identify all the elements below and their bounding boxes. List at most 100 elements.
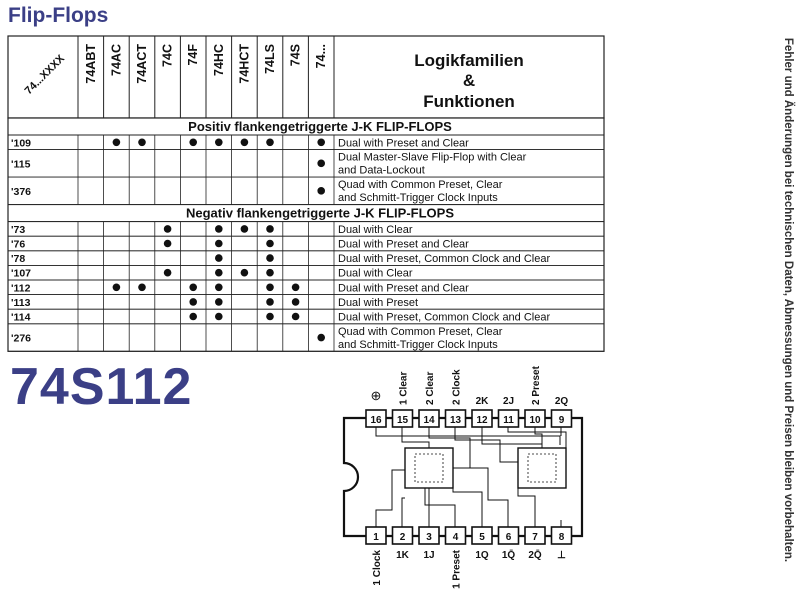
availability-dot [240,138,249,147]
row-description: Dual Master-Slave Flip-Flop with Clear [338,152,527,164]
section-title-1: Positiv flankengetriggerte J-K FLIP-FLOP… [188,119,452,134]
top-pin-label: 1 Clear [399,372,410,405]
vcc-symbol: ⊕ [371,388,382,403]
availability-dot [291,283,300,292]
availability-dot [189,298,197,306]
availability-dot [317,333,326,342]
column-header-8: 74LS [263,44,277,74]
pin-number: 10 [529,415,541,426]
row-type: '113 [11,297,31,309]
table-grid [7,35,605,352]
row-description: Dual with Preset [338,297,418,309]
availability-dot [163,225,172,233]
bottom-pin-label: 2Q̄ [528,549,542,561]
row-description: and Schmitt-Trigger Clock Inputs [338,339,498,351]
availability-dot [240,268,249,277]
pin-number: 16 [370,415,382,426]
availability-dot [266,312,274,321]
wire [452,478,483,527]
pin-number: 4 [453,532,459,543]
row-type: '109 [11,137,31,149]
bottom-pin-label: 1Q [475,550,489,561]
pin-number: 13 [450,415,462,426]
page-title: Flip-Flops [8,4,109,27]
row-description: Dual with Preset and Clear [338,282,469,294]
availability-dot [266,268,274,277]
availability-dot [266,298,274,306]
availability-dot [215,283,223,292]
header-ampersand: & [463,71,475,90]
pin-number: 11 [503,415,514,426]
row-description: Dual with Clear [338,224,413,236]
chip-body-group [342,409,584,545]
wire [534,427,543,448]
column-header-2: 74AC [109,44,123,76]
availability-dot [317,187,326,195]
availability-dot [215,312,223,321]
availability-dot [291,298,300,306]
pin-number: 5 [479,532,485,543]
column-header-1: 74ABT [84,44,98,84]
availability-dot [266,225,274,233]
section-title-2: Negativ flankengetriggerte J-K FLIP-FLOP… [186,206,454,221]
wire [375,469,405,527]
availability-dot [189,312,197,321]
header-funktionen: Funktionen [423,92,515,111]
bottom-pin-label: 1Q̄ [502,549,516,561]
availability-dot [138,138,146,147]
pin-number: 8 [559,532,565,543]
availability-dot [189,283,197,292]
availability-dot [215,138,223,147]
availability-dot [189,138,197,147]
availability-dot [163,239,172,248]
availability-dot [317,159,326,168]
availability-dot [266,254,274,262]
row-type: '115 [11,158,31,170]
wire [401,427,430,448]
availability-dot [215,239,223,248]
top-pin-label: 2K [476,396,490,407]
ff-inner [414,453,444,483]
ff-inner [527,453,557,483]
row-type: '112 [11,282,31,294]
top-pin-label: 2 Preset [531,365,542,405]
availability-dot [240,225,249,233]
availability-dot [163,268,172,277]
wire [454,427,518,463]
row-description: Dual with Clear [338,268,413,280]
pin-number: 6 [506,532,512,543]
availability-dot [266,283,274,292]
row-type: '114 [11,312,31,324]
column-header-10: 74... [314,44,328,68]
row-description: Quad with Common Preset, Clear [338,326,503,338]
row-description: Dual with Preset, Common Clock and Clear [338,312,550,324]
pin-number: 9 [559,415,565,426]
column-header-5: 74F [186,44,200,66]
bottom-pin-label: 1 Preset [452,549,463,589]
row-description: Quad with Common Preset, Clear [338,179,503,191]
pin-number: 14 [423,415,435,426]
wire [401,497,405,527]
top-pin-label: 2 Clock [452,369,463,405]
bottom-pin-label: ⊥ [557,550,566,561]
top-pin-label: 2Q [555,396,569,407]
pin-number: 12 [476,415,488,426]
availability-dot [138,283,146,292]
row-type: '276 [11,333,31,345]
row-type: '78 [11,253,25,265]
wire [424,488,456,527]
column-header-7: 74HCT [237,44,251,84]
row-type: '73 [11,224,25,236]
top-pin-label: 2J [503,396,514,407]
column-header-3: 74ACT [135,44,149,84]
row-description: and Data-Lockout [338,165,425,177]
pin-number: 3 [426,532,432,543]
availability-dot [266,138,274,147]
row-description: Dual with Preset and Clear [338,239,469,251]
availability-dot [215,268,223,277]
bottom-pin-label: 1J [423,550,434,561]
column-header-9: 74S [289,44,303,66]
top-pin-label: 2 Clear [425,372,436,405]
